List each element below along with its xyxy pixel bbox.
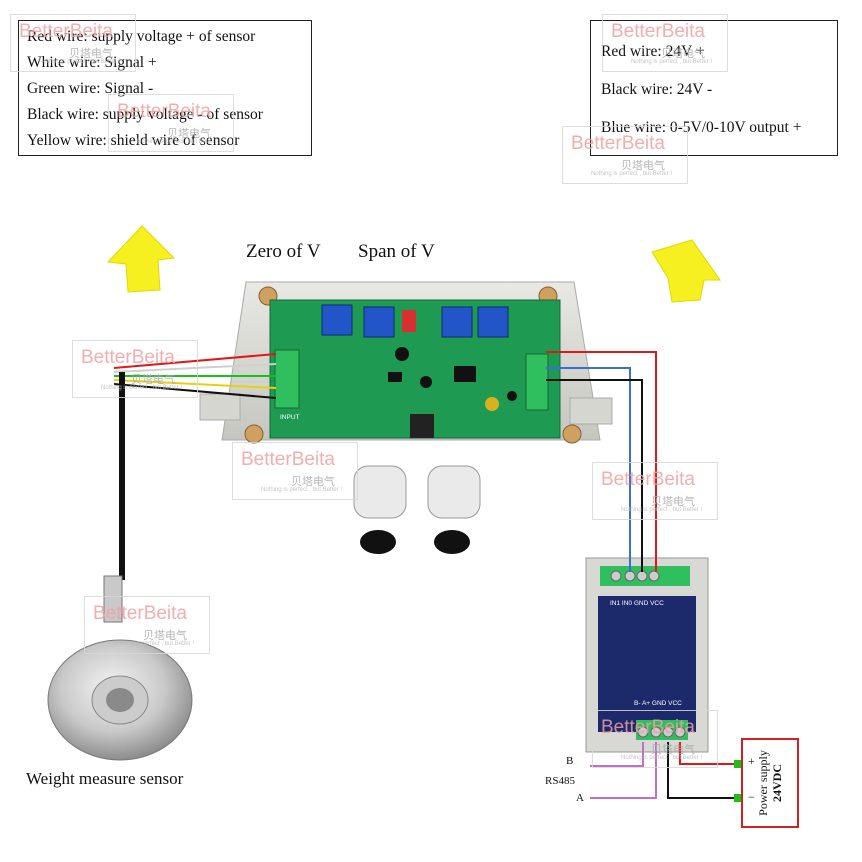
right-up-arrow	[651, 239, 721, 303]
wm-cn: 贝塔电气	[651, 496, 695, 508]
cable-glands	[353, 465, 481, 554]
sensor-wires	[113, 353, 277, 580]
span-label: Span of V	[358, 241, 435, 262]
left-up-arrow	[106, 225, 176, 293]
watermark: BetterBeita 贝塔电气 Nothing is perfect , bu…	[562, 126, 688, 184]
rs485-module	[585, 557, 709, 753]
legend-line: Red wire: 24V +	[601, 43, 705, 60]
wm-brand: BetterBeita	[611, 21, 705, 42]
legend-line: Black wire: 24V -	[601, 81, 713, 98]
transmitter-enclosure	[199, 281, 613, 444]
power-supply-line2: 24VDC	[770, 764, 784, 803]
wm-slogan: Nothing is perfect , but Better !	[621, 755, 703, 761]
module-top-pins: IN1 IN0 GND VCC	[610, 600, 664, 607]
wm-brand: BetterBeita	[81, 347, 175, 368]
wm-slogan: Nothing is perfect , but Better !	[113, 641, 195, 647]
legend-line: Red wire: supply voltage + of sensor	[27, 28, 256, 45]
power-supply-line1: Power supply	[756, 750, 770, 816]
input-label: INPUT	[280, 414, 300, 421]
wm-cn: 贝塔电气	[69, 48, 113, 60]
psu-minus: −	[748, 790, 755, 804]
wm-cn: 贝塔电气	[167, 128, 211, 140]
psu-plus: +	[748, 754, 755, 768]
module-bottom-pins: B- A+ GND VCC	[634, 700, 682, 707]
legend-line: Green wire: Signal -	[27, 80, 154, 97]
power-supply-box: Power supply 24VDC	[741, 738, 799, 828]
legend-line: Black wire: supply voltage - of sensor	[27, 106, 263, 123]
rs485-b-label: B	[566, 755, 574, 767]
wm-cn: 贝塔电气	[143, 630, 187, 642]
watermark: BetterBeita 贝塔电气 Nothing is perfect , bu…	[10, 14, 136, 72]
legend-line: Yellow wire: shield wire of sensor	[27, 132, 240, 149]
wm-slogan: Nothing is perfect , but Better !	[101, 385, 183, 391]
wm-brand: BetterBeita	[241, 449, 335, 470]
wm-brand: BetterBeita	[19, 21, 113, 42]
sensor-wire-legend: Red wire: supply voltage + of sensor Whi…	[18, 20, 312, 156]
wm-cn: 贝塔电气	[651, 744, 695, 756]
sensor-caption: Weight measure sensor	[26, 769, 184, 788]
wm-slogan: Nothing is perfect , but Better !	[137, 139, 219, 145]
wm-brand: BetterBeita	[571, 133, 665, 154]
watermark: BetterBeita 贝塔电气 Nothing is perfect , bu…	[84, 596, 210, 654]
wm-brand: BetterBeita	[117, 101, 211, 122]
pcb-components	[274, 304, 549, 438]
wm-cn: 贝塔电气	[621, 160, 665, 172]
legend-line: White wire: Signal +	[27, 54, 157, 71]
wm-slogan: Nothing is perfect , but Better !	[631, 59, 713, 65]
wm-brand: BetterBeita	[601, 469, 695, 490]
output-wires	[546, 351, 738, 799]
wm-slogan: Nothing is perfect , but Better !	[621, 507, 703, 513]
rs485-a-label: A	[576, 792, 584, 804]
watermark: BetterBeita 贝塔电气 Nothing is perfect , bu…	[602, 14, 728, 72]
wm-slogan: Nothing is perfect , but Better !	[591, 171, 673, 177]
zero-label: Zero of V	[246, 241, 321, 262]
wm-slogan: Nothing is perfect , but Better !	[261, 487, 343, 493]
legend-line: Blue wire: 0-5V/0-10V output +	[601, 119, 802, 136]
wm-cn: 贝塔电气	[661, 48, 705, 60]
wm-brand: BetterBeita	[601, 717, 695, 738]
wm-cn: 贝塔电气	[291, 476, 335, 488]
wm-slogan: Nothing is perfect , but Better !	[39, 59, 121, 65]
wm-brand: BetterBeita	[93, 603, 187, 624]
watermark: BetterBeita 贝塔电气 Nothing is perfect , bu…	[592, 462, 718, 520]
watermark: BetterBeita 贝塔电气 Nothing is perfect , bu…	[592, 710, 718, 768]
load-cell-sensor	[47, 575, 193, 761]
watermark: BetterBeita 贝塔电气 Nothing is perfect , bu…	[72, 340, 198, 398]
power-supply-label: Power supply 24VDC	[756, 750, 784, 816]
watermark: BetterBeita 贝塔电气 Nothing is perfect , bu…	[108, 94, 234, 152]
wm-cn: 贝塔电气	[131, 374, 175, 386]
rs485-label: RS485	[545, 775, 575, 787]
output-wire-legend: Red wire: 24V + Black wire: 24V - Blue w…	[590, 20, 838, 156]
watermark: BetterBeita 贝塔电气 Nothing is perfect , bu…	[232, 442, 358, 500]
